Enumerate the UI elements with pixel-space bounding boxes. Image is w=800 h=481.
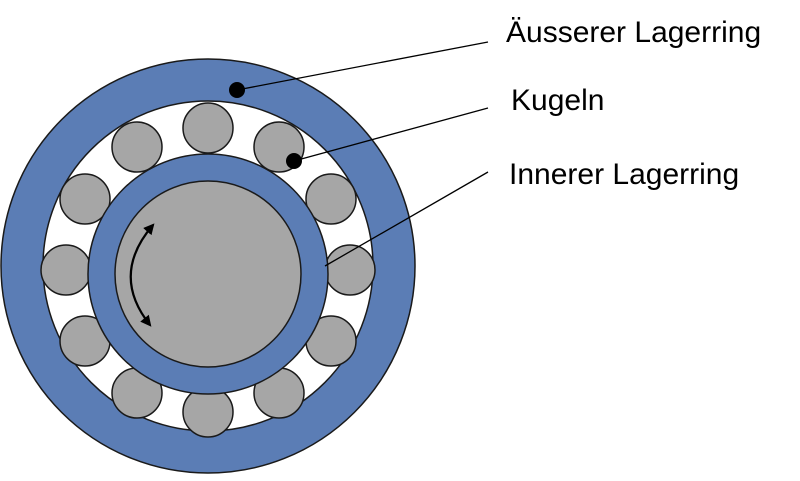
balls-label: Kugeln: [511, 84, 604, 117]
bearing-ball: [324, 244, 376, 296]
outer-ring-leader-line: [236, 41, 489, 91]
inner-ring-leader-line: [324, 171, 489, 267]
balls-group: [40, 102, 376, 438]
balls-leader-line: [293, 107, 489, 162]
bearing-ball: [59, 173, 111, 225]
bearing-ball: [305, 173, 357, 225]
bearing-ball: [111, 121, 163, 173]
shaft: [114, 180, 302, 368]
rotation-arrow: [129, 223, 155, 327]
bearing-ball: [182, 102, 234, 154]
inner-ring-label: Innerer Lagerring: [509, 158, 739, 191]
bearing-ball: [40, 244, 92, 296]
outer-ring-label: Äusserer Lagerring: [506, 16, 761, 49]
